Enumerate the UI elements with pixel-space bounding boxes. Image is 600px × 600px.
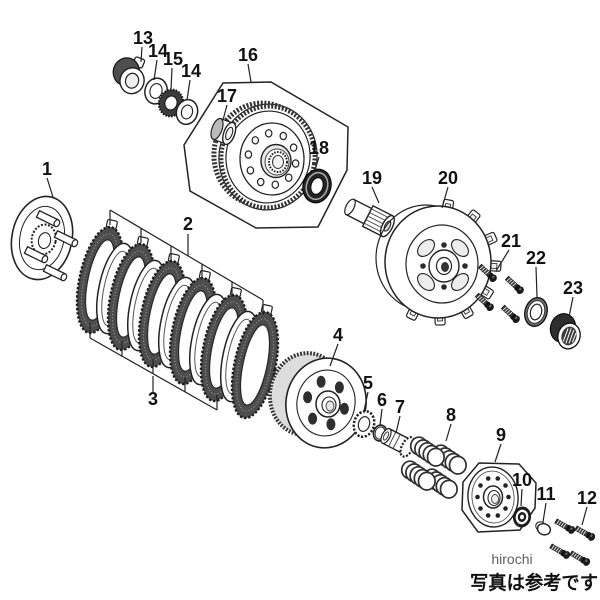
part-label-14b: 14: [181, 61, 201, 81]
part-label-19: 19: [362, 168, 382, 188]
part-label-2: 2: [183, 214, 193, 234]
part-label-22: 22: [526, 248, 546, 268]
bolt-21: [503, 274, 526, 297]
bracket-3: [89, 323, 218, 411]
part-14-washer-b: [175, 98, 199, 126]
part-label-7: 7: [395, 397, 405, 417]
part-23-needle-bearing: [549, 313, 581, 350]
part-label-9: 9: [496, 425, 506, 445]
part-label-20: 20: [438, 168, 458, 188]
center-spoke-holes: [303, 375, 349, 431]
part-label-3: 3: [148, 389, 158, 409]
bracket-2: [109, 209, 264, 315]
part-11-plug: [535, 521, 552, 536]
part-label-14a: 14: [148, 41, 168, 61]
clutch-spring: [409, 436, 445, 467]
bolt-12: [548, 542, 573, 561]
part-label-16: 16: [238, 45, 258, 65]
part-label-21: 21: [501, 231, 521, 251]
clutch-spring: [400, 460, 436, 491]
part-22-washer: [524, 297, 548, 327]
plate-posts: [23, 209, 79, 282]
part-16-primary-gear: [211, 100, 318, 211]
leader-lines: [46, 46, 588, 526]
part-10-bearing: [512, 506, 532, 528]
frame-outline-16: [183, 81, 349, 229]
bolt-12: [553, 517, 578, 536]
part-9-lifter-plate: [461, 462, 537, 533]
bolt-21: [499, 303, 522, 326]
part-label-12: 12: [577, 488, 597, 508]
clutch-plate-stack: [67, 214, 289, 424]
part-label-8: 8: [446, 405, 456, 425]
gear-hub: [260, 143, 292, 179]
basket-hub: [420, 242, 468, 290]
part-label-4: 4: [333, 325, 343, 345]
part-label-15: 15: [163, 49, 183, 69]
part-13-collar: [112, 56, 146, 95]
part-19-spline-collar: [344, 198, 395, 238]
part-18-seal: [302, 168, 332, 204]
part-5-lock-washer: [352, 409, 376, 439]
part-label-13: 13: [133, 28, 153, 48]
part-label-6: 6: [377, 390, 387, 410]
part-1-pressure-plate: [10, 195, 79, 282]
part-label-10: 10: [512, 470, 532, 490]
lifter-plate-holes: [475, 476, 511, 518]
part-17-spacer: [210, 117, 237, 146]
part-label-5: 5: [363, 373, 373, 393]
bolt-12: [568, 549, 593, 568]
part-label-1: 1: [42, 159, 52, 179]
part-label-11: 11: [536, 484, 555, 504]
caption: 写真は参考です: [470, 571, 598, 594]
part-label-23: 23: [563, 278, 583, 298]
gear-bolt-holes: [244, 129, 300, 189]
part-label-18: 18: [309, 138, 329, 158]
watermark: hirochi: [491, 551, 532, 567]
basket-slots: [417, 239, 469, 291]
part-20-clutch-basket: [375, 198, 502, 326]
part-4-clutch-center: [267, 351, 367, 449]
part-12-bolts: [548, 517, 598, 568]
bolt-12: [573, 524, 598, 543]
part-8-springs: [400, 436, 467, 499]
part-label-17: 17: [217, 86, 237, 106]
